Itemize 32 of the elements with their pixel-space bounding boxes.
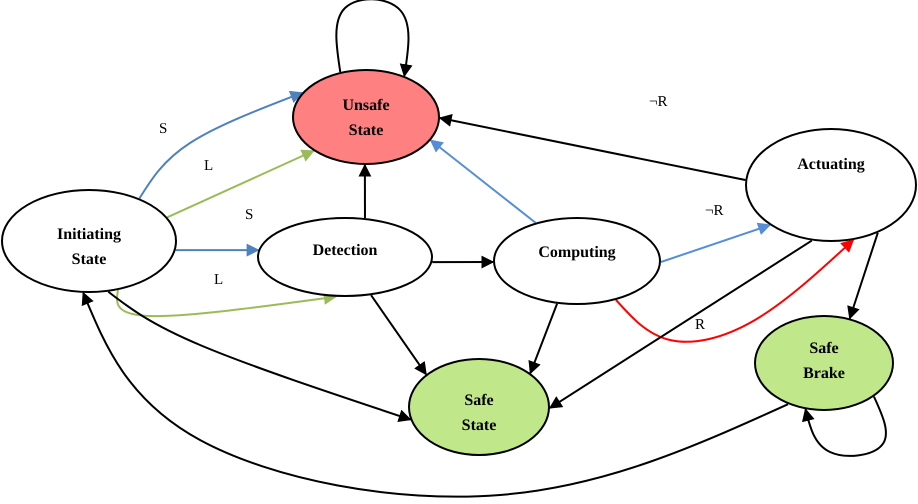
state-ellipse <box>292 69 440 165</box>
state-label: Initiating State <box>56 225 122 270</box>
arrow <box>528 303 558 374</box>
state-ellipse <box>408 358 550 456</box>
arrow <box>116 290 337 318</box>
arrow <box>548 240 812 409</box>
state-ellipse <box>745 128 917 242</box>
arrow <box>615 239 854 343</box>
state-ellipse <box>257 217 433 297</box>
arrow <box>430 139 536 224</box>
arrow <box>108 290 412 422</box>
state-label: Safe State <box>460 391 498 436</box>
arrow <box>358 164 372 218</box>
arrow <box>166 150 315 218</box>
state-ellipse <box>1 189 177 293</box>
state-label: Unsafe State <box>341 96 391 141</box>
arrow <box>802 396 887 457</box>
state-ellipse <box>754 315 894 411</box>
arrow <box>438 114 746 181</box>
state-label: Computing <box>537 243 617 263</box>
arrow <box>370 294 427 376</box>
state-label: Detection <box>312 241 378 261</box>
arrow <box>82 292 788 498</box>
arrow <box>847 232 879 320</box>
arrow <box>335 0 413 78</box>
state-label: Actuating <box>796 155 866 175</box>
arrow <box>432 256 494 269</box>
state-label: Safe Brake <box>802 339 846 384</box>
state-ellipse <box>493 217 661 305</box>
arrow <box>176 244 260 257</box>
arrow <box>138 90 304 199</box>
arrow <box>660 222 772 263</box>
